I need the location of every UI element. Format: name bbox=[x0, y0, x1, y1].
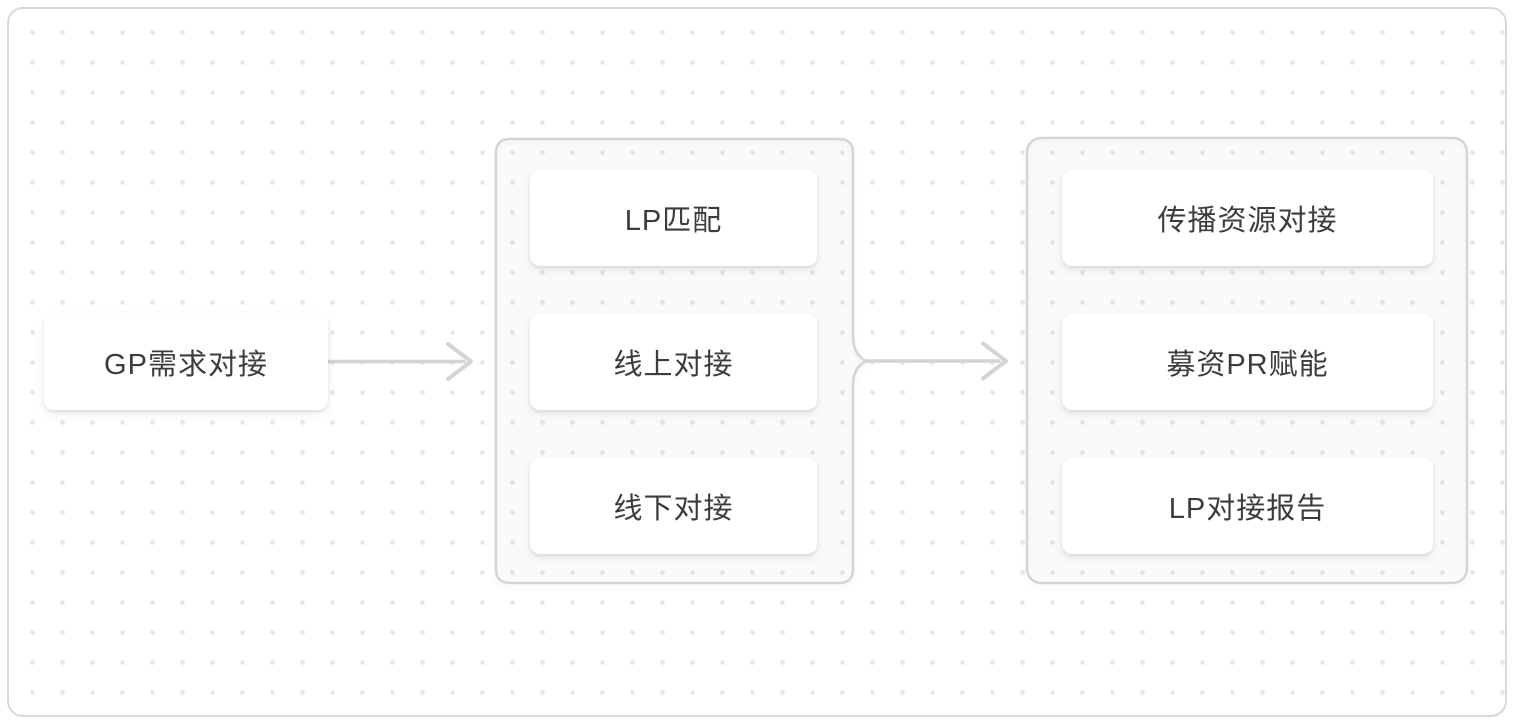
node-online-docking[interactable]: 线上对接 bbox=[530, 314, 817, 410]
node-lp-matching[interactable]: LP匹配 bbox=[530, 170, 817, 266]
node-label: 传播资源对接 bbox=[1157, 205, 1338, 237]
node-label: 募资PR赋能 bbox=[1166, 349, 1329, 381]
node-offline-docking[interactable]: 线下对接 bbox=[530, 458, 817, 554]
node-lp-report[interactable]: LP对接报告 bbox=[1062, 458, 1433, 554]
node-label: LP匹配 bbox=[624, 205, 723, 237]
node-label: 线上对接 bbox=[613, 349, 734, 381]
node-media-resources[interactable]: 传播资源对接 bbox=[1062, 170, 1433, 266]
node-label: 线下对接 bbox=[613, 493, 734, 525]
node-gp-demand[interactable]: GP需求对接 bbox=[44, 313, 328, 410]
node-fundraising-pr[interactable]: 募资PR赋能 bbox=[1062, 314, 1433, 410]
node-label: GP需求对接 bbox=[104, 348, 268, 381]
node-label: LP对接报告 bbox=[1168, 493, 1327, 525]
